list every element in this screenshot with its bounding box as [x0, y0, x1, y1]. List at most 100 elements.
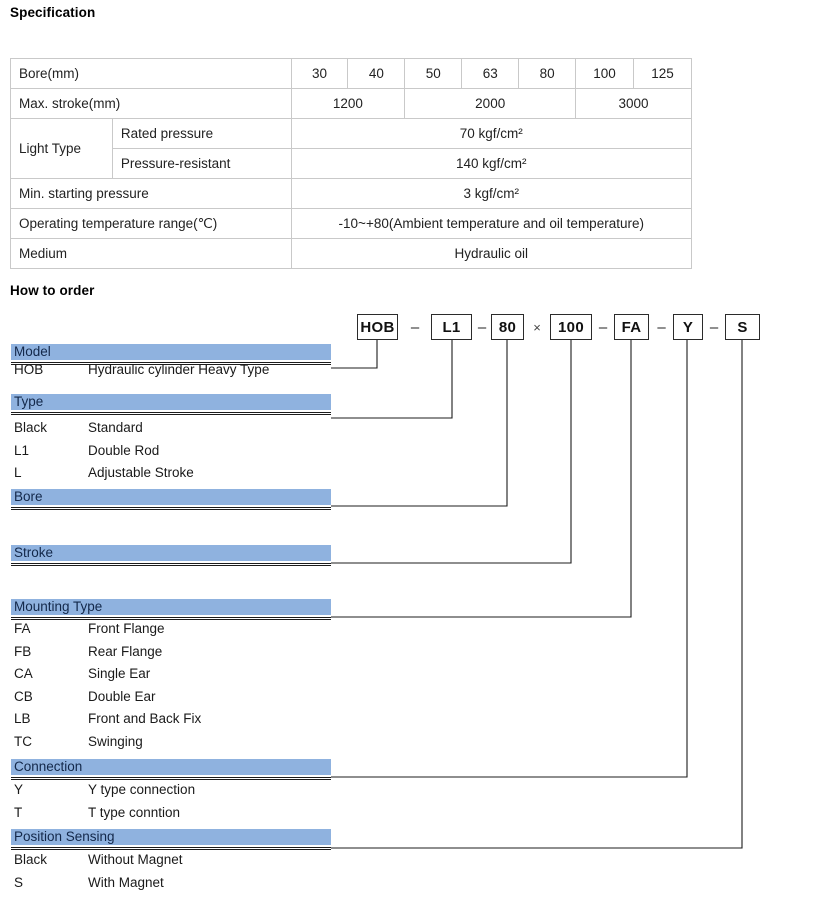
code-box-model[interactable]: HOB: [357, 314, 398, 340]
list-item: LB Front and Back Fix: [11, 711, 341, 733]
code-separator-3: –: [598, 318, 608, 336]
legend-desc: Double Rod: [88, 443, 160, 458]
table-row-rated-pressure: Light Type Rated pressure 70 kgf/cm²: [10, 118, 693, 179]
legend-desc: Single Ear: [88, 666, 151, 681]
cell-max-stroke-3000: 3000: [575, 88, 692, 119]
list-item: T T type conntion: [11, 805, 341, 827]
leader-mounting-type: [331, 340, 632, 618]
list-item: CB Double Ear: [11, 689, 341, 711]
code-box-type[interactable]: L1: [431, 314, 472, 340]
cell-operating-temperature-value: -10~+80(Ambient temperature and oil temp…: [290, 208, 693, 239]
cell-max-stroke-1200: 1200: [290, 88, 406, 119]
cell-max-stroke-label: Max. stroke(mm): [10, 88, 292, 119]
code-box-position-sensing[interactable]: S: [725, 314, 760, 340]
code-box-bore[interactable]: 80: [491, 314, 524, 340]
legend-code: FB: [14, 644, 32, 659]
leader-connection: [331, 340, 688, 778]
cell-bore-label: Bore(mm): [10, 58, 292, 89]
table-row-pressure-resistant: Pressure-resistant 140 kgf/cm²: [11, 148, 693, 179]
legend-header-connection: Connection: [11, 759, 331, 778]
list-item: FA Front Flange: [11, 621, 341, 643]
code-separator-times: ×: [533, 319, 541, 335]
legend-desc: T type conntion: [88, 805, 181, 820]
legend-desc: Standard: [88, 420, 143, 435]
cell-bore-50: 50: [404, 58, 463, 89]
cell-bore-63: 63: [461, 58, 520, 89]
code-separator-5: –: [709, 318, 719, 336]
list-item: L Adjustable Stroke: [11, 465, 341, 487]
legend-code: CA: [14, 666, 33, 681]
leader-bore: [331, 340, 508, 507]
cell-medium-value: Hydraulic oil: [290, 238, 693, 269]
table-row-min-starting-pressure: Min. starting pressure 3 kgf/cm²: [10, 178, 693, 209]
list-item: HOB Hydraulic cylinder Heavy Type: [11, 362, 341, 384]
list-item: L1 Double Rod: [11, 443, 341, 465]
legend-header-bore: Bore: [11, 489, 331, 508]
list-item: S With Magnet: [11, 875, 341, 897]
legend-code: Y: [14, 782, 24, 797]
list-item: Y Y type connection: [11, 782, 341, 804]
legend-code: HOB: [14, 362, 44, 377]
legend-code: Black: [14, 420, 48, 435]
specification-heading: Specification: [10, 5, 96, 20]
legend-header-mounting-type: Mounting Type: [11, 599, 331, 618]
cell-light-type-label: Light Type: [10, 118, 113, 179]
cell-medium-label: Medium: [10, 238, 292, 269]
cell-bore-30: 30: [290, 58, 349, 89]
legend-code: LB: [14, 711, 31, 726]
table-row-bore: Bore(mm) 30 40 50 63 80 100 125: [10, 58, 692, 89]
legend-desc: Hydraulic cylinder Heavy Type: [88, 362, 270, 377]
legend-code: TC: [14, 734, 32, 749]
leader-stroke: [331, 340, 572, 564]
legend-desc: Y type connection: [88, 782, 196, 797]
cell-rated-pressure-label: Rated pressure: [111, 118, 292, 149]
leader-position-sensing: [331, 340, 743, 849]
legend-header-type: Type: [11, 394, 331, 413]
list-item: Black Without Magnet: [11, 852, 341, 874]
code-box-stroke[interactable]: 100: [550, 314, 592, 340]
legend-code: L: [14, 465, 22, 480]
legend-desc: With Magnet: [88, 875, 164, 890]
code-separator-4: –: [657, 318, 666, 336]
list-item: TC Swinging: [11, 734, 341, 756]
list-item: FB Rear Flange: [11, 644, 341, 666]
cell-pressure-resistant-label: Pressure-resistant: [111, 148, 292, 179]
cell-bore-80: 80: [518, 58, 577, 89]
cell-max-stroke-2000: 2000: [404, 88, 577, 119]
cell-bore-100: 100: [575, 58, 634, 89]
leader-type: [331, 340, 453, 419]
legend-code: L1: [14, 443, 30, 458]
legend-code: Black: [14, 852, 48, 867]
cell-pressure-resistant-value: 140 kgf/cm²: [290, 148, 693, 179]
code-separator-2: –: [477, 318, 487, 336]
legend-desc: Front Flange: [88, 621, 165, 636]
cell-bore-125: 125: [633, 58, 692, 89]
table-row-max-stroke: Max. stroke(mm) 1200 2000 3000: [10, 88, 692, 119]
code-separator-1: –: [410, 318, 420, 336]
specification-table: Bore(mm) 30 40 50 63 80 100 125 Max. str…: [10, 58, 693, 269]
legend-desc: Double Ear: [88, 689, 156, 704]
legend-header-model: Model: [11, 344, 331, 363]
legend-desc: Adjustable Stroke: [88, 465, 194, 480]
legend-desc: Swinging: [88, 734, 143, 749]
cell-operating-temperature-label: Operating temperature range(℃): [10, 208, 292, 239]
legend-desc: Front and Back Fix: [88, 711, 202, 726]
list-item: Black Standard: [11, 420, 341, 442]
how-to-order-heading: How to order: [10, 283, 95, 298]
legend-code: T: [14, 805, 23, 820]
legend-desc: Rear Flange: [88, 644, 163, 659]
legend-header-stroke: Stroke: [11, 545, 331, 564]
legend-desc: Without Magnet: [88, 852, 183, 867]
legend-code: FA: [14, 621, 31, 636]
code-box-connection[interactable]: Y: [673, 314, 703, 340]
list-item: CA Single Ear: [11, 666, 341, 688]
legend-code: S: [14, 875, 24, 890]
cell-min-starting-pressure-value: 3 kgf/cm²: [290, 178, 693, 209]
code-box-mounting-type[interactable]: FA: [614, 314, 649, 340]
cell-bore-40: 40: [347, 58, 406, 89]
cell-rated-pressure-value: 70 kgf/cm²: [290, 118, 693, 149]
legend-code: CB: [14, 689, 33, 704]
table-row-medium: Medium Hydraulic oil: [10, 238, 693, 269]
cell-min-starting-pressure-label: Min. starting pressure: [10, 178, 292, 209]
legend-header-position-sensing: Position Sensing: [11, 829, 331, 848]
